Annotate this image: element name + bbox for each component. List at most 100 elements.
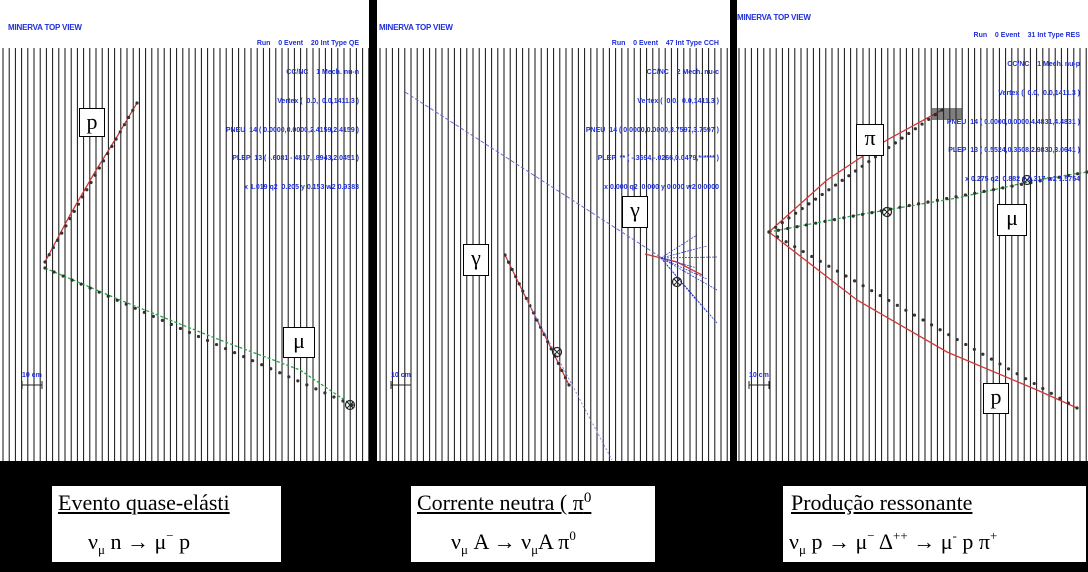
proton-hit	[64, 224, 68, 228]
panel-nc: MINERVA TOP VIEW Run 0 Event 47 Int Type…	[377, 0, 730, 461]
proton-hit	[947, 333, 951, 337]
muon-hit	[242, 355, 246, 359]
pion-hit	[847, 174, 851, 178]
info-line: x 1.019 q2 0.205 y 0.153 w2 0.9383	[244, 184, 359, 192]
info-line: Run 0 Event 31 Int Type RES	[973, 32, 1080, 40]
shower-fan-line	[660, 257, 718, 291]
shower-secondary	[526, 299, 613, 461]
reaction-formula: νμ p → μ− Δ++ → μ- p π+	[789, 528, 998, 557]
proton-hit	[793, 245, 797, 249]
info-line: Vertex ( 0.0, 0.0,1411.3 )	[277, 97, 359, 105]
proton-hit	[1075, 406, 1079, 410]
muon-hit	[926, 200, 930, 204]
scale-bar	[21, 381, 43, 389]
proton-hit	[110, 144, 114, 148]
info-line: Run 0 Event 47 Int Type CCH	[611, 40, 719, 48]
muon-hit	[842, 216, 846, 220]
proton-hit	[127, 115, 131, 120]
proton-hit	[106, 151, 110, 156]
panel-res: MINERVA TOP VIEW Run 0 Event 31 Int Type…	[737, 0, 1088, 461]
caption-title: Evento quase-elásti	[58, 490, 230, 515]
track-end-marker	[1021, 174, 1033, 186]
info-line: CC/NC 2 Mech. nu-c	[646, 68, 719, 76]
muon-hit	[314, 387, 318, 391]
proton-hit	[989, 357, 994, 361]
muon-hit	[786, 226, 790, 231]
proton-hit	[101, 159, 106, 163]
proton-hit	[72, 209, 76, 214]
proton-hit	[938, 328, 942, 332]
muon-hit	[106, 294, 110, 298]
shower-hit	[517, 282, 521, 286]
proton-hit	[852, 279, 857, 283]
muon-hit	[1066, 173, 1070, 178]
track-end-marker	[553, 348, 561, 356]
shower-fan-line	[660, 245, 708, 259]
reaction-formula: νμ n → μ− p	[88, 528, 191, 557]
particle-label-pi: π	[856, 124, 884, 156]
proton-hit	[955, 337, 959, 342]
shower-fan-line	[660, 257, 708, 280]
panel-qe: MINERVA TOP VIEW Run 0 Event 20 Int Type…	[0, 0, 369, 461]
shower-hit	[546, 340, 550, 344]
pion-hit	[794, 211, 798, 215]
proton-hit	[810, 254, 814, 259]
proton-hit	[964, 342, 968, 347]
muon-hit	[814, 221, 818, 225]
info-line: Vertex ( 0.0, 0.0,1411.3 )	[637, 97, 719, 105]
proton-hit	[844, 274, 848, 278]
proton-hit	[870, 289, 874, 293]
muon-hit	[260, 363, 264, 367]
proton-hit	[43, 260, 47, 264]
proton-hit	[835, 269, 840, 273]
pion-hit	[927, 117, 931, 121]
proton-hit	[93, 173, 97, 177]
vertex-cluster	[932, 108, 962, 120]
neutrino-line	[404, 91, 663, 259]
info-line: PNEU 14 ( 0.0000,0.0000,2.4159,2.4159 )	[225, 126, 359, 134]
proton-hit	[887, 298, 891, 303]
info-line: PLEP 13 ( -.6081 - 4817, .8943,2.0451 )	[232, 155, 359, 163]
muon-hit	[88, 286, 92, 290]
pion-hit	[920, 122, 924, 126]
panel-header: MINERVA TOP VIEW	[379, 23, 453, 32]
muon-hit	[870, 210, 874, 215]
proton-hit	[1041, 386, 1045, 391]
proton-hit	[118, 130, 122, 134]
proton-hit	[81, 195, 85, 199]
proton-hit	[861, 284, 865, 288]
muon-hit	[278, 371, 282, 375]
proton-hit	[55, 238, 60, 242]
proton-hit	[921, 318, 925, 322]
muon-hit	[860, 212, 865, 216]
info-line: CC/NC 1 Mech. nu-n	[286, 68, 359, 76]
proton-hit	[981, 352, 985, 356]
shower-fan-line	[660, 234, 698, 259]
muon-hit	[187, 330, 192, 335]
muon-hit	[296, 379, 300, 383]
track-end-marker	[551, 346, 563, 358]
muon-hit	[323, 391, 327, 395]
proton-hit	[131, 108, 135, 112]
muon-hit	[963, 193, 968, 197]
caption-title: Corrente neutra ( π0	[417, 490, 592, 515]
track-end-marker	[671, 276, 683, 288]
gamma-shower-right	[644, 253, 703, 276]
info-line: Vertex ( 0.0, 0.0,1411.3 )	[998, 89, 1080, 97]
shower-hit	[524, 296, 528, 300]
info-line: x 0.000 q2 0.000 y 0.000 w2 0.0000	[604, 184, 719, 192]
muon-hit	[341, 399, 345, 403]
proton-hit	[827, 264, 831, 268]
pion-hit	[780, 221, 784, 225]
muon-hit	[251, 359, 255, 363]
pion-hit	[873, 155, 878, 159]
scale-label: 10 cm	[22, 372, 42, 379]
pion-hit	[853, 169, 858, 173]
info-line: PLEP ** ( -.3694,-.0266,0.0479,****** )	[597, 155, 719, 163]
particle-label-gamma-right: γ	[622, 196, 648, 228]
muon-hit	[776, 228, 780, 232]
muon-hit	[898, 205, 902, 209]
panel-qe-canvas	[2, 48, 369, 461]
muon-hit	[1010, 184, 1014, 188]
track-end-marker	[883, 208, 891, 216]
